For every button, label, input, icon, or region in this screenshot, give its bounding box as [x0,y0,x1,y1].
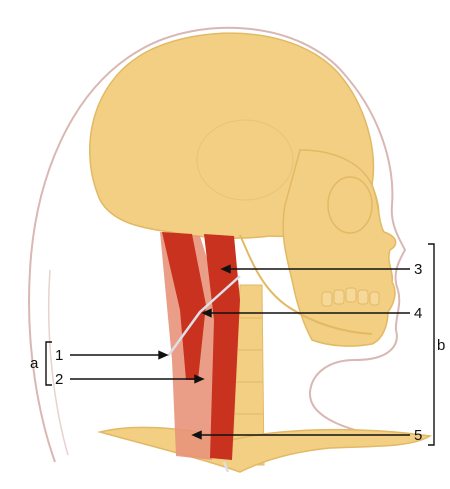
label-5: 5 [414,427,422,444]
label-b: b [437,337,445,354]
clavicle [100,427,430,472]
label-3: 3 [414,261,422,278]
label-a: a [30,355,39,372]
skull-face [283,150,396,346]
bracket-b [428,244,434,445]
label-1: 1 [55,347,63,364]
label-4: 4 [414,305,422,322]
label-2: 2 [55,371,63,388]
